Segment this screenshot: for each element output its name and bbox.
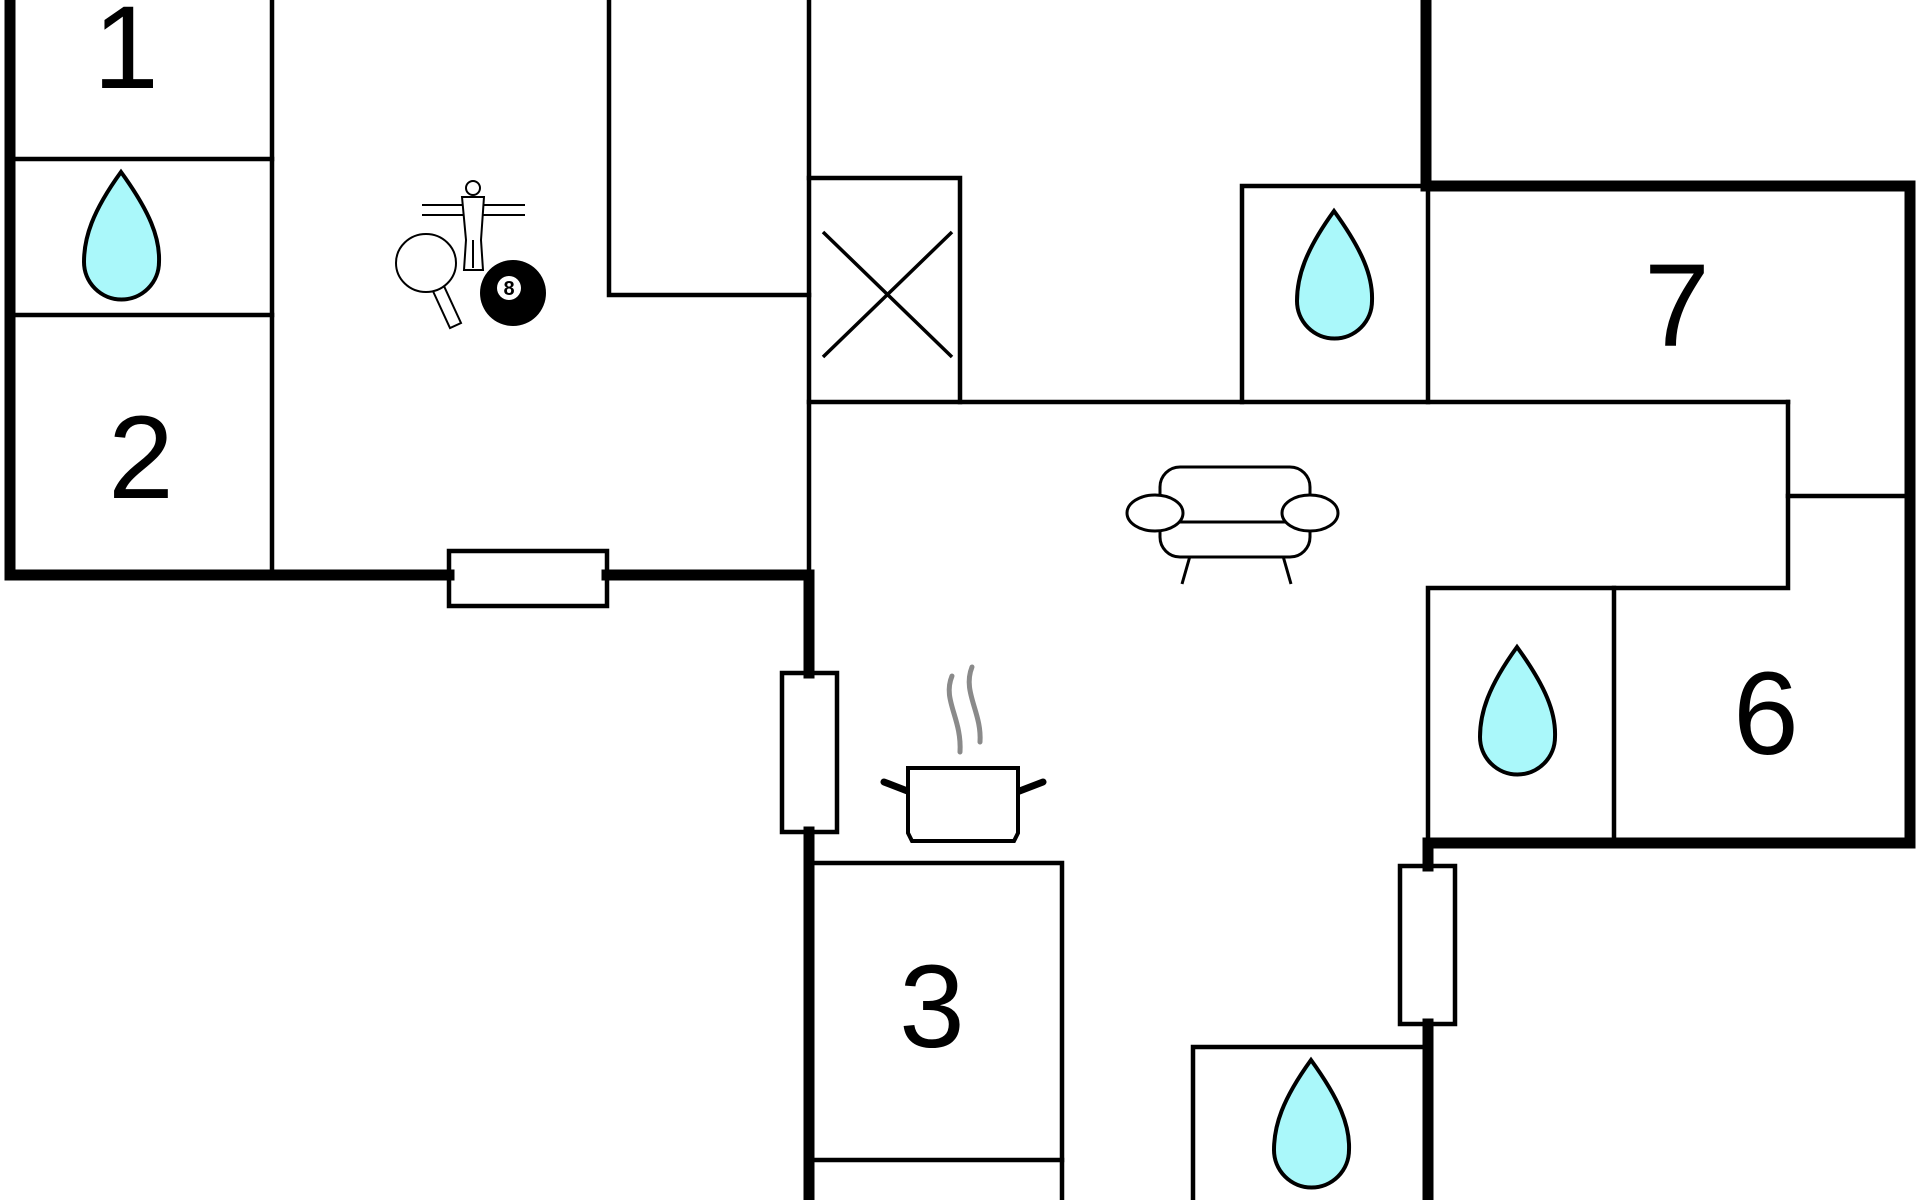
water-drop-icon: [81, 168, 162, 302]
steam-icon: [946, 673, 963, 755]
billiard-ball-icon: 8: [480, 260, 546, 326]
games-icon: 8: [395, 180, 546, 330]
billiard-ball-number: 8: [503, 278, 514, 300]
water-drop-icon: [1294, 207, 1375, 341]
interior-walls: [7, 0, 1911, 1200]
steam-icon: [966, 664, 983, 745]
water-drop-icon: [1271, 1056, 1352, 1190]
room-label-1: 1: [93, 0, 159, 114]
room-label-7: 7: [1644, 240, 1710, 372]
foosball-icon: [422, 180, 525, 271]
sofa-icon: [1125, 465, 1340, 585]
room-label-2: 2: [108, 392, 174, 524]
water-drop-icon: [1477, 643, 1558, 777]
exterior-walls: [4, 0, 1916, 1200]
room-label-3: 3: [899, 941, 965, 1073]
cross-icon: [821, 230, 954, 359]
cooking-pot-icon: [880, 664, 1047, 843]
room-label-6: 6: [1733, 648, 1799, 780]
ping-pong-paddle-icon: [395, 233, 463, 330]
